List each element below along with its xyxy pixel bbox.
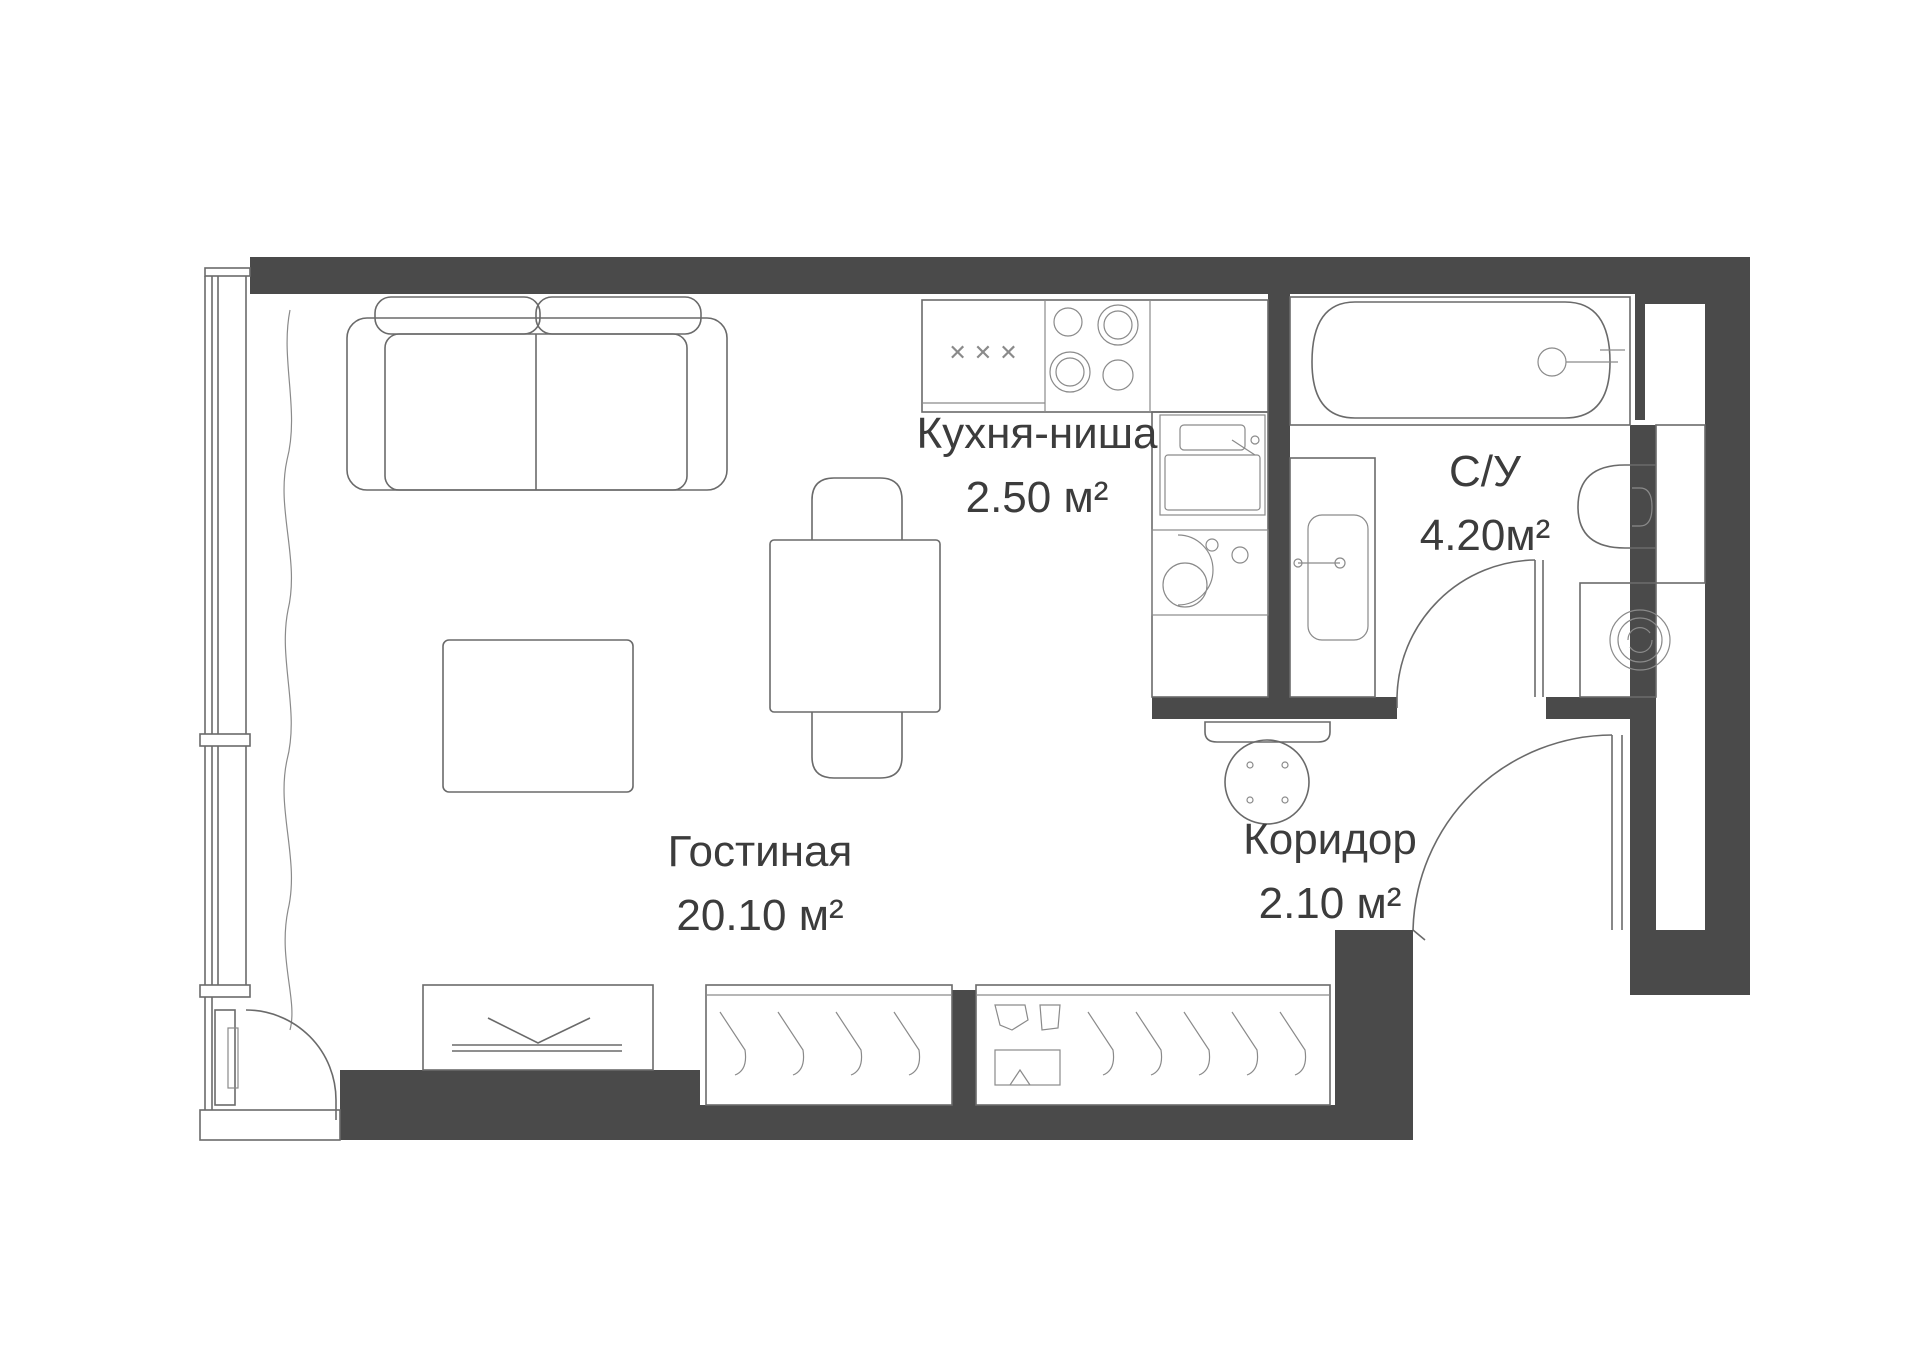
washing-machine-icon [1579,582,1671,698]
kitchen-label: Кухня-ниша 2.50 м² [862,402,1212,530]
dining-table-icon [769,477,941,779]
tv-stand-icon [422,984,654,1071]
bathroom-sink-icon [1289,457,1376,698]
living-label: Гостиная 20.10 м² [600,820,920,948]
bathroom-label: С/У 4.20м² [1360,440,1610,568]
coffee-table-icon [442,639,634,793]
living-name: Гостиная [667,827,853,876]
wardrobe-right-icon [975,984,1331,1106]
living-area: 20.10 м² [676,891,844,940]
wardrobe-left-icon [705,984,953,1106]
stove-icon: ✕ ✕ ✕ [921,299,1269,413]
corridor-label: Коридор 2.10 м² [1180,808,1480,936]
kitchen-area: 2.50 м² [965,473,1109,522]
svg-text:✕ ✕ ✕: ✕ ✕ ✕ [948,341,1017,366]
corridor-pouf-icon [1204,721,1331,825]
sofa-icon [346,296,728,491]
bathroom-name: С/У [1449,447,1521,496]
walls [250,257,1750,1140]
kitchen-name: Кухня-ниша [916,409,1158,458]
kitchen-counter-icon [1151,411,1269,698]
bathroom-area: 4.20м² [1419,511,1551,560]
bathtub-icon [1289,296,1631,426]
toilet-icon [1577,424,1706,584]
entrance-door-icon [1412,734,1623,941]
window-wall [199,267,341,1141]
bathroom-door-icon [1396,559,1544,708]
corridor-name: Коридор [1243,815,1417,864]
corridor-area: 2.10 м² [1258,879,1402,928]
